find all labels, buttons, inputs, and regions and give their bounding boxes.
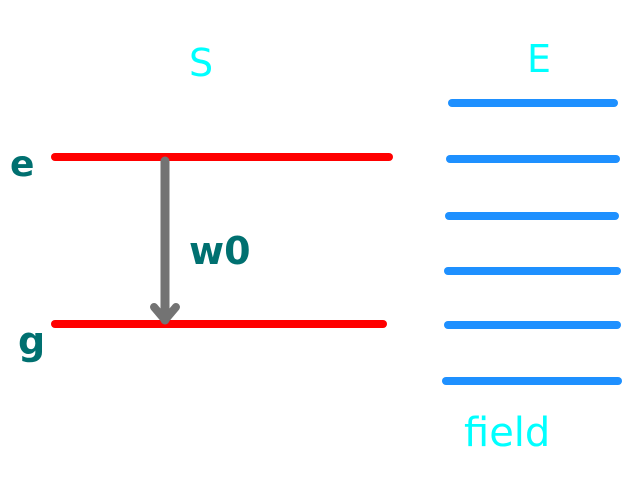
field-caption: field (464, 410, 551, 456)
environment-title: E (527, 37, 552, 81)
excited-state-label: e (10, 144, 35, 185)
transition-arrow (150, 156, 180, 325)
transition-frequency-label: w0 (189, 229, 251, 273)
system-title: S (189, 41, 214, 85)
field-modes (442, 99, 622, 385)
ground-state-label: g (18, 319, 46, 363)
